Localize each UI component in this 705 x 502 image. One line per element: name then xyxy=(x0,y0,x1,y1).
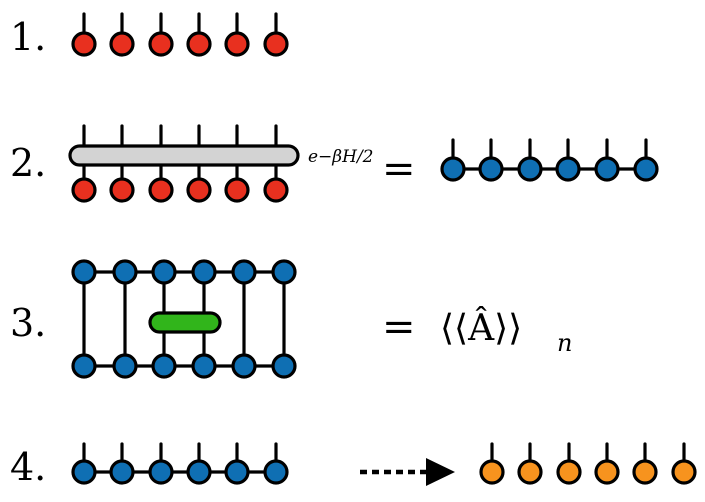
step-1-label: 1. xyxy=(10,15,46,59)
observable-operator-bar xyxy=(148,311,222,334)
red-node xyxy=(263,177,289,203)
blue-node xyxy=(112,259,138,285)
blue-node xyxy=(440,156,466,182)
blue-node xyxy=(517,156,543,182)
expectation-value: ⟨⟨Â⟩⟩ xyxy=(440,307,522,349)
blue-node xyxy=(191,259,217,285)
blue-node xyxy=(231,353,257,379)
blue-node xyxy=(109,459,135,485)
blue-node xyxy=(555,156,581,182)
red-node xyxy=(148,31,174,57)
step-4-label: 4. xyxy=(10,445,46,489)
step-2-equals: = xyxy=(382,146,416,192)
step-2-network xyxy=(71,124,289,203)
red-node xyxy=(263,31,289,57)
blue-node xyxy=(271,259,297,285)
orange-node xyxy=(556,459,582,485)
expectation-subscript: n xyxy=(557,329,572,357)
blue-node xyxy=(148,459,174,485)
orange-node xyxy=(479,459,505,485)
step-3-label: 3. xyxy=(10,301,46,345)
boltzmann-operator-label: e−βH/2 xyxy=(308,147,374,167)
blue-node xyxy=(633,156,659,182)
blue-node xyxy=(231,259,257,285)
step-3-equals: = xyxy=(382,304,416,350)
red-node xyxy=(186,31,212,57)
orange-node xyxy=(671,459,697,485)
boltzmann-operator-bar xyxy=(68,144,300,167)
orange-node xyxy=(632,459,658,485)
blue-node xyxy=(478,156,504,182)
red-node xyxy=(109,31,135,57)
blue-node xyxy=(224,459,250,485)
red-node xyxy=(148,177,174,203)
red-node xyxy=(71,31,97,57)
red-node xyxy=(224,31,250,57)
orange-node xyxy=(594,459,620,485)
step-2-label: 2. xyxy=(10,141,46,185)
blue-node xyxy=(151,259,177,285)
red-node xyxy=(109,177,135,203)
red-node xyxy=(186,177,212,203)
blue-node xyxy=(186,459,212,485)
blue-node xyxy=(71,353,97,379)
blue-node xyxy=(263,459,289,485)
orange-node xyxy=(517,459,543,485)
blue-node xyxy=(112,353,138,379)
red-node xyxy=(71,177,97,203)
red-node xyxy=(224,177,250,203)
mps-state-row-step4 xyxy=(71,442,289,485)
blue-node xyxy=(151,353,177,379)
sampled-product-state-row xyxy=(479,442,697,485)
blue-node xyxy=(71,459,97,485)
blue-node xyxy=(594,156,620,182)
blue-node xyxy=(271,353,297,379)
arrow-head-icon xyxy=(426,458,455,486)
mps-state-row xyxy=(440,138,659,182)
blue-node xyxy=(71,259,97,285)
expectation-ladder xyxy=(71,259,297,379)
product-state-row xyxy=(71,12,289,57)
blue-node xyxy=(191,353,217,379)
